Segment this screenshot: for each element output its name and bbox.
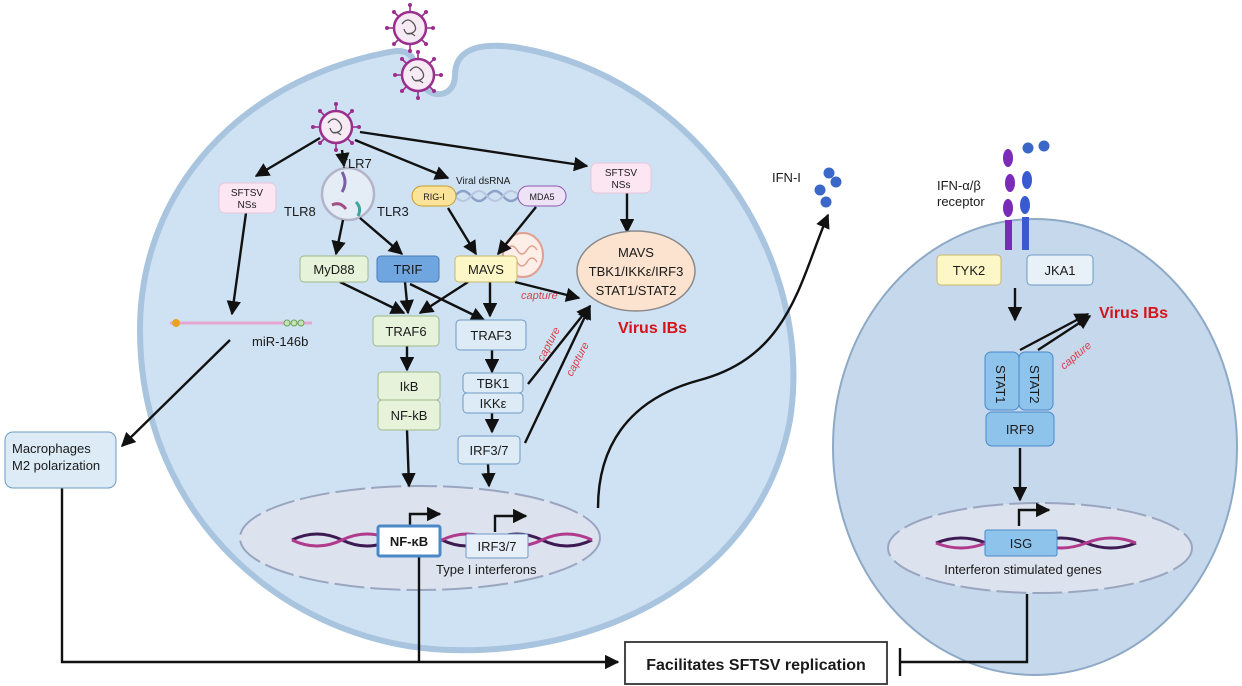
virion-outside-icon bbox=[383, 1, 437, 55]
nucleus-irf37-label: IRF3/7 bbox=[477, 539, 516, 554]
nss-right-line2: NSs bbox=[612, 180, 631, 191]
mirna-strand-icon bbox=[170, 319, 312, 327]
stat1-label: STAT1 bbox=[993, 365, 1008, 404]
irf9-label: IRF9 bbox=[1006, 422, 1034, 437]
pathway-arrows bbox=[120, 130, 1092, 509]
ikke-label: IKKε bbox=[480, 396, 507, 411]
isg-box bbox=[984, 529, 1058, 557]
ifn-molecule-icon bbox=[1022, 142, 1034, 154]
virus-ibs-ellipse bbox=[576, 230, 696, 312]
sftsv-nss-right-box bbox=[590, 162, 652, 194]
macrophages-line1: Macrophages bbox=[12, 441, 91, 456]
nss-left-line1: SFTSV bbox=[231, 188, 264, 199]
type1-ifn-caption: Type I interferons bbox=[436, 562, 537, 577]
stat2-box bbox=[1018, 351, 1054, 411]
mavs-label: MAVS bbox=[468, 262, 504, 277]
ifn-receptor-icon bbox=[1003, 149, 1032, 250]
tlr3-label: TLR3 bbox=[377, 204, 409, 219]
dna-helix-icon bbox=[291, 532, 593, 548]
capture-label-mavs: capture bbox=[521, 290, 558, 302]
traf3-box bbox=[455, 319, 527, 351]
mavs-box bbox=[454, 255, 518, 283]
irf37-label: IRF3/7 bbox=[469, 443, 508, 458]
traf6-label: TRAF6 bbox=[385, 324, 426, 339]
ifn-i-molecules-icon bbox=[814, 167, 842, 208]
ikke-box bbox=[462, 392, 524, 414]
ifn-molecule-icon bbox=[1038, 140, 1050, 152]
mda5-box bbox=[517, 185, 567, 207]
trif-label: TRIF bbox=[394, 262, 423, 277]
virus-ibs-label: Virus IBs bbox=[618, 320, 687, 337]
responding-cell bbox=[832, 218, 1238, 676]
tlr7-label: TLR7 bbox=[340, 156, 372, 171]
macrophages-box bbox=[4, 431, 117, 489]
ibs-mavs-label: MAVS bbox=[618, 245, 654, 260]
nucleus-irf37-box bbox=[465, 533, 529, 559]
myd88-box bbox=[299, 255, 369, 283]
traf6-box bbox=[372, 315, 440, 347]
tbk1-label: TBK1 bbox=[477, 376, 510, 391]
receptor-label-line2: receptor bbox=[937, 194, 985, 209]
nss-right-line1: SFTSV bbox=[605, 168, 638, 179]
irf9-box bbox=[985, 411, 1055, 447]
rig1-box bbox=[411, 185, 457, 207]
tyk2-label: TYK2 bbox=[953, 263, 986, 278]
myd88-label: MyD88 bbox=[313, 262, 354, 277]
ifn-i-label: IFN-I bbox=[772, 170, 801, 185]
jka1-box bbox=[1026, 254, 1094, 286]
rig1-label: RIG-I bbox=[423, 192, 445, 202]
receptor-label-line1: IFN-α/β bbox=[937, 178, 981, 193]
endosome-icon bbox=[320, 166, 376, 222]
mda5-label: MDA5 bbox=[529, 192, 554, 202]
outcome-connectors bbox=[60, 488, 1029, 676]
isg-caption: Interferon stimulated genes bbox=[944, 562, 1102, 577]
nfkb-label: NF-kB bbox=[391, 408, 428, 423]
tlr-receptor-icon bbox=[331, 171, 362, 217]
tyk2-box bbox=[936, 254, 1002, 286]
nfkb-box bbox=[377, 399, 441, 431]
stat2-label: STAT2 bbox=[1027, 365, 1042, 404]
isg-label: ISG bbox=[1010, 536, 1032, 551]
sftsv-nss-left-box bbox=[218, 182, 277, 214]
nucleus-nfkb-box bbox=[376, 524, 442, 558]
outcome-box bbox=[624, 641, 888, 685]
second-virus-ibs-label: Virus IBs bbox=[1099, 305, 1168, 322]
nss-left-line2: NSs bbox=[238, 200, 257, 211]
mirna-label: miR-146b bbox=[252, 334, 308, 349]
outcome-label: Facilitates SFTSV replication bbox=[646, 657, 866, 674]
viral-dsrna-label: Viral dsRNA bbox=[456, 176, 511, 187]
irf37-box bbox=[457, 435, 521, 465]
ikb-label: IkB bbox=[400, 379, 419, 394]
nucleus-nfkb-label: NF-κB bbox=[390, 534, 428, 549]
jka1-label: JKA1 bbox=[1044, 263, 1075, 278]
ibs-tbk1-label: TBK1/IKKε/IRF3 bbox=[589, 264, 684, 279]
ibs-stat-label: STAT1/STAT2 bbox=[596, 283, 677, 298]
macrophages-line2: M2 polarization bbox=[12, 458, 100, 473]
tlr8-label: TLR8 bbox=[284, 204, 316, 219]
traf3-label: TRAF3 bbox=[470, 328, 511, 343]
trif-box bbox=[376, 255, 440, 283]
